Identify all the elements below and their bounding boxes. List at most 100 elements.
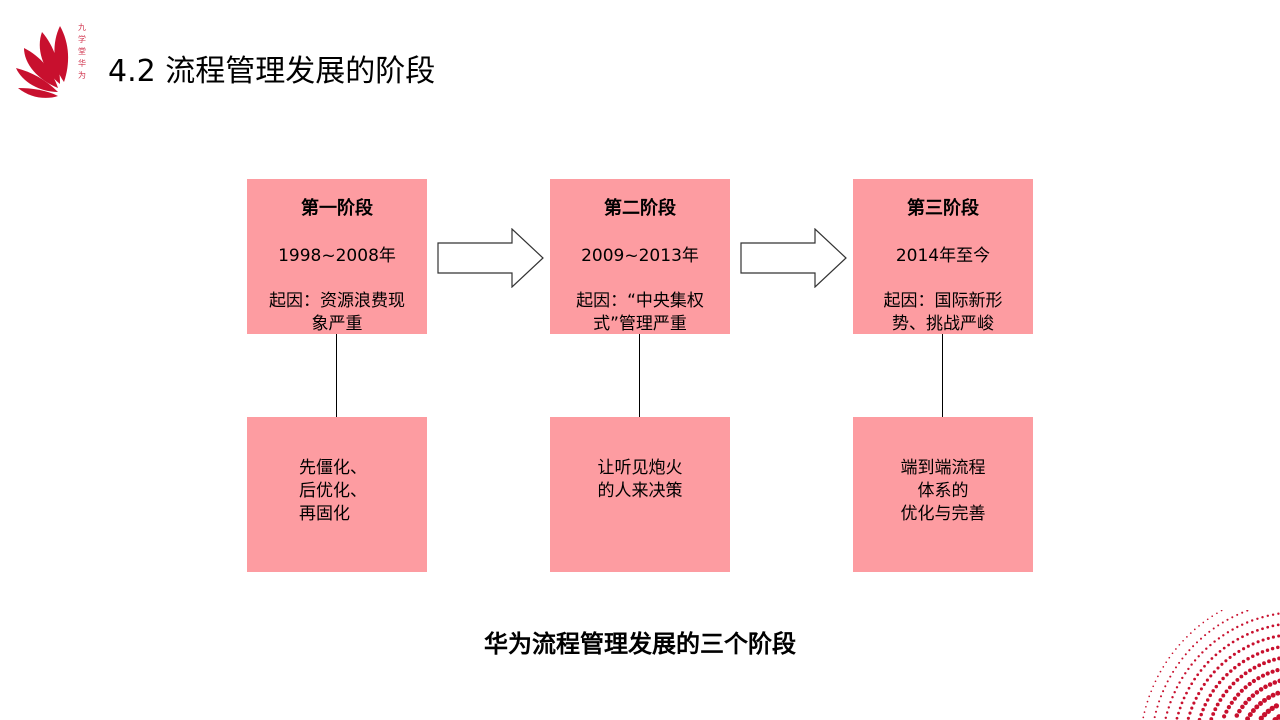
decorative-dot [1199,712,1203,717]
stage-3-box: 第三阶段 2014年至今 起因：国际新形势、挑战严峻 [853,179,1033,334]
decorative-dot [1180,701,1184,705]
decorative-dot [1193,628,1196,631]
decorative-dot [1251,654,1255,658]
decorative-dot [1187,686,1191,690]
decorative-dot [1251,642,1255,646]
decorative-dot [1221,676,1225,681]
decorative-dot [1246,610,1249,612]
decorative-dot [1143,711,1146,713]
decorative-dot [1229,700,1234,705]
decorative-dot [1162,690,1165,693]
decorative-dot [1171,696,1174,699]
decorative-dot [1237,708,1242,714]
decorative-dot [1199,669,1203,672]
decorative-dot [1178,681,1181,684]
decorative-dot [1201,651,1204,654]
decorative-dot [1192,701,1196,705]
decorative-dot [1247,681,1252,687]
decorative-dot [1251,619,1254,622]
decorative-dot [1205,698,1210,702]
decorative-dot [1192,645,1195,648]
decorative-dot [1266,695,1272,701]
decorative-dot [1168,656,1171,659]
stage-2-name: 第二阶段 [604,198,676,219]
decorative-dot [1229,669,1233,673]
decorative-dot [1277,678,1280,684]
decorative-dot [1237,649,1241,653]
decorative-dot [1174,666,1178,669]
decorative-dot [1277,656,1280,661]
decorative-dot [1243,671,1248,676]
arrow-right-icon [437,228,544,288]
decorative-dot [1196,673,1200,677]
decorative-dot [1203,664,1206,668]
stage-2-outcome: 让听见炮火的人来决策 [597,458,683,501]
decorative-dot [1275,668,1280,673]
decorative-dot [1224,689,1229,694]
decorative-dot [1211,712,1216,716]
decorative-dot [1221,621,1224,624]
decorative-dot [1271,613,1275,616]
decorative-dot [1175,648,1177,650]
huawei-petal-logo-icon [16,26,69,98]
decorative-dot [1246,644,1250,648]
stage-1-outcome: 先僵化、后优化、再固化 [299,458,367,524]
decorative-dot [1213,707,1218,712]
decorative-dot [1226,618,1229,621]
decorative-dot [1157,675,1159,678]
decorative-dot [1273,703,1280,709]
decorative-dot [1265,671,1270,676]
decorative-dot [1252,665,1257,670]
decorative-dot-pattern [1142,610,1280,720]
decorative-dot [1275,690,1280,696]
decorative-dot [1226,631,1230,634]
decorative-dot [1203,703,1207,707]
decorative-dot [1256,640,1260,644]
decorative-dot [1187,667,1190,671]
stage-1-box: 第一阶段 1998~2008年 起因：资源浪费现象严重 [247,179,427,334]
decorative-dot [1198,625,1200,627]
decorative-dot [1171,652,1174,655]
decorative-dot [1225,672,1229,677]
diagram-caption: 华为流程管理发展的三个阶段 [484,630,796,658]
decorative-dot [1266,614,1269,617]
decorative-dot [1152,685,1155,688]
decorative-dot [1235,677,1240,682]
decorative-dot [1204,634,1207,637]
stage-1-name: 第一阶段 [301,198,373,219]
decorative-dot [1217,624,1220,627]
decorative-dot [1208,693,1213,698]
decorative-dot [1261,711,1268,718]
decorative-dot [1211,689,1215,693]
decorative-dot [1261,627,1264,631]
decorative-dot [1175,716,1179,720]
decorative-dot [1216,612,1218,615]
decorative-dot [1237,662,1241,667]
decorative-dot [1267,682,1273,687]
decorative-dot [1177,711,1180,715]
decorative-dot [1254,690,1260,695]
decorative-dot [1246,621,1249,624]
decorative-dot [1261,638,1265,642]
decorative-dot [1231,640,1235,644]
decorative-dot [1185,691,1188,695]
decorative-dot [1239,688,1244,693]
decorative-dot [1182,696,1186,700]
decorative-dot [1175,686,1179,689]
stage-1-period: 1998~2008年 [278,246,396,266]
decorative-dot [1164,685,1167,688]
decorative-dot [1188,649,1191,652]
decorative-dot [1218,650,1222,653]
decorative-dot [1256,629,1259,632]
decorative-dot [1205,678,1209,682]
decorative-dot [1262,697,1267,703]
decorative-dot [1241,659,1246,664]
decorative-dot [1231,681,1236,686]
decorative-dot [1251,630,1254,634]
decorative-dot [1271,635,1275,639]
decorative-dot [1266,625,1270,629]
decorative-dot [1258,715,1264,720]
decorative-dot [1270,646,1275,651]
decorative-dot [1205,647,1208,650]
